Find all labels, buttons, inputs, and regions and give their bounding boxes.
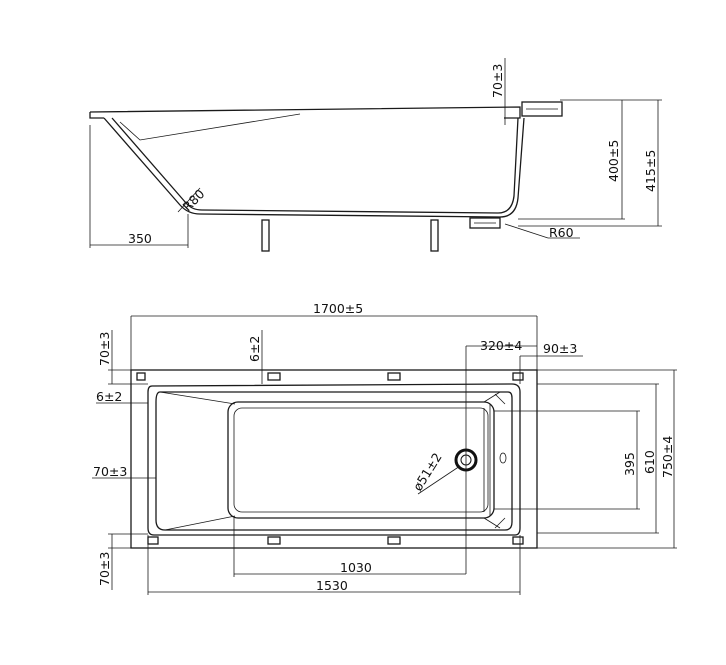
tub-outline-inner xyxy=(155,391,513,531)
drain-block xyxy=(469,217,501,229)
foot-pad xyxy=(387,536,401,545)
dim-frame-width: 610 xyxy=(642,450,657,474)
dim-length-total: 1700±5 xyxy=(313,301,363,316)
foot-pad xyxy=(136,372,146,381)
dim-frame-offset-bottom: 70±3 xyxy=(97,552,112,586)
tub-outline-outer xyxy=(147,383,521,536)
foot-pad xyxy=(512,536,524,545)
dim-drain-diameter: ø51±2 xyxy=(410,450,445,494)
foot-pad xyxy=(267,372,281,381)
foot-pad xyxy=(147,536,159,545)
dim-inner-width: 395 xyxy=(622,452,637,476)
dim-frame-offset-top: 70±3 xyxy=(97,332,112,366)
dim-rim-height: 70±3 xyxy=(490,64,505,98)
dim-inner-length: 1030 xyxy=(340,560,372,575)
dim-end-offset: 90±3 xyxy=(543,341,577,356)
tub-basin-outer xyxy=(227,401,495,519)
dim-drain-radius: R60 xyxy=(549,225,574,240)
foot-pad xyxy=(512,372,524,381)
overflow-hole xyxy=(499,452,507,464)
tub-leg-right xyxy=(430,219,439,252)
dim-foot-gap-left: 6±2 xyxy=(96,389,122,404)
dim-drain-offset: 320±4 xyxy=(480,338,522,353)
dim-frame-offset-left: 70±3 xyxy=(93,464,127,479)
dim-total-width: 750±4 xyxy=(660,436,675,478)
dim-depth-inner: 400±5 xyxy=(606,140,621,182)
dim-foot-gap: 6±2 xyxy=(247,336,262,362)
dim-frame-length: 1530 xyxy=(316,578,348,593)
tub-shell-outer xyxy=(103,117,525,218)
dim-depth-total: 415±5 xyxy=(643,150,658,192)
dim-back-offset: 350 xyxy=(128,231,152,246)
foot-pad xyxy=(387,372,401,381)
tub-shell-inner xyxy=(111,117,519,214)
top-view: 1700±5 70±3 6±2 6±2 70±3 70±3 320±4 xyxy=(92,301,677,595)
overflow-block xyxy=(521,101,563,117)
foot-pad xyxy=(267,536,281,545)
tub-frame xyxy=(130,369,538,549)
tub-basin-inner xyxy=(233,407,489,513)
tub-rim xyxy=(89,106,521,119)
tub-leg-left xyxy=(261,219,270,252)
side-view: 70±3 400±5 415±5 R80 R60 350 xyxy=(89,58,662,252)
